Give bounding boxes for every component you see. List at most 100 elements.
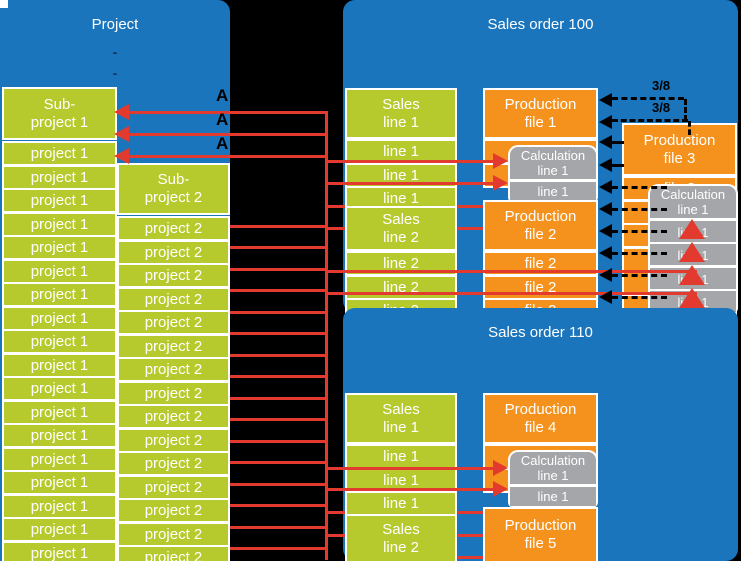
sales-line1-110-row: line 1 [347,469,455,491]
production-file2-box: Production file 2 [483,200,598,251]
sales-line2-row: line 2 [347,253,455,274]
connector-ladder [230,268,325,271]
dashed-arrowhead-left-icon [599,180,612,194]
connector-stub [457,556,483,559]
calc1-title-line1: Calculation [520,148,586,163]
dashed-connector [612,296,667,299]
connector-ladder [230,418,325,421]
sales-line1-row: line 1 [347,141,455,162]
connector-to-calc4 [325,488,495,491]
production-file5-box: Production file 5 [483,507,598,561]
connector-to-calc3 [325,292,697,295]
project1-row: project 1 [4,425,115,446]
project1-row: project 1 [4,307,115,329]
sales-line1-title-line1: Sales [382,95,420,113]
production-file4-box: Production file 4 [483,393,598,444]
project2-row: project 2 [119,218,228,239]
subproject1-title-line2: project 1 [30,113,89,131]
connector-ladder [230,289,325,292]
connector-stub [457,534,483,537]
calc4-row: line 1 [510,486,596,506]
arrow-up-icon [679,242,705,262]
sales-line1-110-title-line2: line 1 [383,418,419,436]
sales-line2-110-title-line1: Sales [382,521,420,538]
pf1-title-line2: file 1 [524,113,557,131]
arrow-up-icon [679,219,705,239]
project1-row: project 1 [4,143,115,164]
calculation-box-4: Calculation line 1 line 1 [508,450,598,508]
project2-row: project 2 [119,359,228,380]
sales-line2-title-line1: Sales [382,210,420,228]
connector-a1 [127,111,325,114]
connector-ladder [230,547,325,550]
dashed-connector-3-8 [612,97,684,100]
corner-artifact [0,0,8,8]
dashed-connector [612,208,667,211]
pf3-title-line2: file 3 [663,149,696,167]
sales-order-100-title: Sales order 100 [487,16,594,33]
arrowhead-left-icon [114,126,129,142]
project2-row: project 2 [119,312,228,333]
sales-line2-110-title-line2: line 2 [383,539,419,556]
project1-row: project 1 [4,260,115,282]
project1-row: project 1 [4,213,115,235]
pf5-title-line2: file 5 [524,535,557,552]
dashed-arrowhead-left-icon [599,202,612,216]
project1-row: project 1 [4,354,115,376]
project2-row: project 2 [119,335,228,357]
connector-ladder [230,225,325,228]
project-panel-title: Project [91,16,139,33]
dashed-arrowhead-left-icon [599,246,612,260]
pf4-title-line2: file 4 [524,418,557,436]
pf3-title-line1: Production [643,131,716,149]
project1-row: project 1 [4,542,115,561]
sales-line2-title-line2: line 2 [383,228,419,246]
connector-stub [457,227,483,230]
dashed-arrowhead-left-icon [599,93,612,107]
project1-row: project 1 [4,331,115,352]
connector-ladder [230,526,325,529]
project1-row: project 1 [4,472,115,493]
subproject1-title-line1: Sub- [43,95,76,113]
project1-row: project 1 [4,519,115,540]
calc3-title-line1: Calculation [660,187,726,202]
project1-row: project 1 [4,378,115,399]
arrowhead-right-icon [493,481,508,497]
dashed-arrowhead-left-icon [599,290,612,304]
pf5-title-line1: Production [504,517,577,534]
arrowhead-left-icon [114,148,129,164]
project1-row: project 1 [4,166,115,188]
connector-ladder [230,375,325,378]
dashed-connector [612,186,667,189]
dashed-arrowhead-left-icon [599,268,612,282]
connector-ladder [230,311,325,314]
dashed-connector-vertical [688,121,691,135]
connector-stub [325,205,345,208]
arrow-up-icon [679,288,705,308]
calc4-title: Calculation line 1 [510,452,596,484]
connector-ladder [230,332,325,335]
a-label: A [216,134,229,153]
project2-row: project 2 [119,406,228,427]
calc1-row: line 1 [510,181,596,201]
ratio-label: 3/8 [652,78,671,93]
sales-line1-110-row: line 1 [347,446,455,467]
sales-line1-title-line2: line 1 [383,113,419,131]
project2-row: project 2 [119,453,228,474]
connector-ladder [230,397,325,400]
subproject2-title-line2: project 2 [144,189,203,206]
dashed-connector [612,252,667,255]
project2-row: project 2 [119,265,228,286]
calc1-title-line2: line 1 [537,163,569,178]
pf4-title-line1: Production [504,400,577,418]
sales-order-110-title: Sales order 110 [488,324,593,341]
connector-ladder [230,504,325,507]
ellipsis-dash: - [112,65,118,81]
connector-ladder [230,461,325,464]
connector-stub [325,511,345,514]
subproject1-box: Sub- project 1 [2,87,117,140]
project2-row: project 2 [119,429,228,451]
